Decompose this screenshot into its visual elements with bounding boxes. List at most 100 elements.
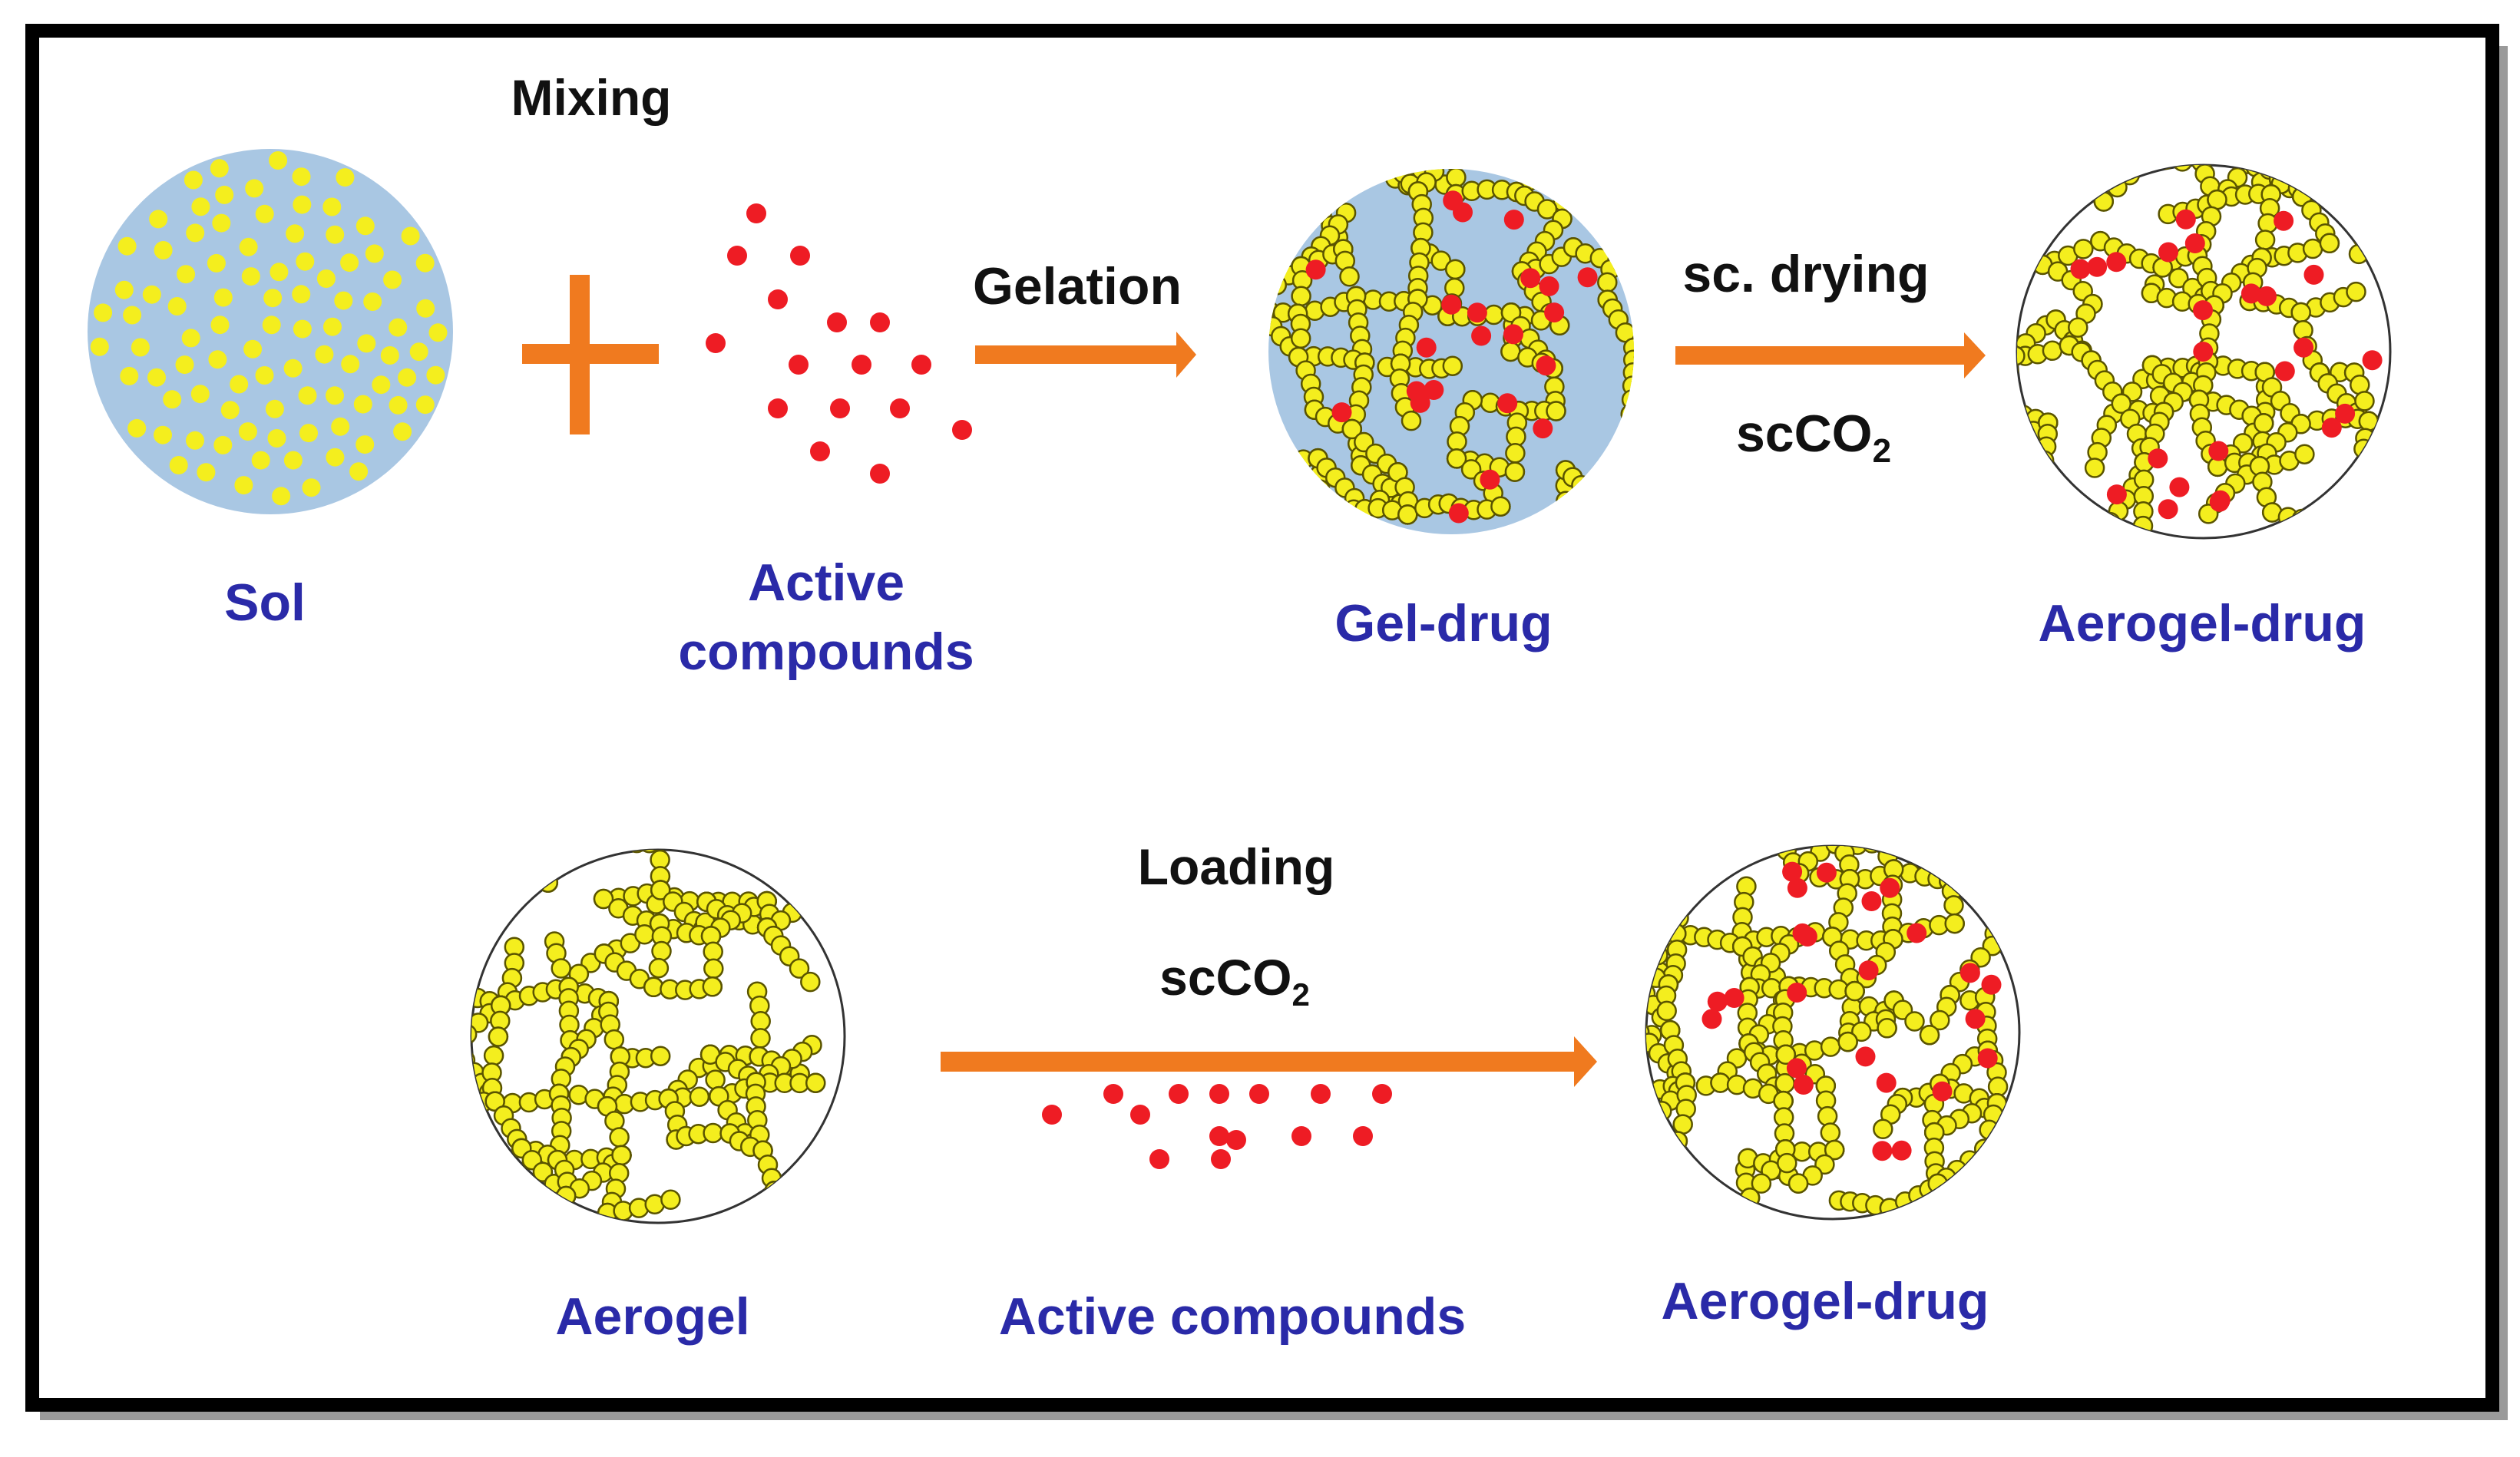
- drug-molecule: [1880, 877, 1900, 898]
- drug-molecule: [1858, 960, 1879, 981]
- silica-bead: [1930, 1009, 1950, 1031]
- silica-bead: [1447, 431, 1467, 452]
- silica-bead: [1500, 302, 1522, 323]
- drug-molecule: [1787, 877, 1807, 898]
- drug-molecule: [2169, 477, 2190, 497]
- sol-nanoparticle: [270, 263, 289, 282]
- sol-nanoparticle: [90, 337, 109, 356]
- sol-nanoparticle: [197, 463, 216, 482]
- silica-bead: [1656, 1000, 1677, 1022]
- active-compound-dot: [789, 355, 809, 375]
- drug-molecule: [1907, 923, 1927, 943]
- drug-molecule: [1861, 891, 1882, 911]
- drug-molecule: [2293, 337, 2314, 358]
- sol-nanoparticle: [299, 424, 318, 443]
- silica-bead: [471, 1023, 478, 1045]
- silica-bead: [1646, 1022, 1650, 1042]
- drug-molecule: [1467, 302, 1487, 323]
- active-compound-dot: [790, 246, 810, 266]
- sc-drying-arrow: [1675, 332, 1986, 378]
- sol-nanoparticle: [220, 401, 240, 420]
- sol-nanoparticle: [190, 385, 210, 404]
- silica-bead: [1919, 1024, 1940, 1046]
- drug-molecule: [1707, 991, 1728, 1012]
- active-compound-dot: [1291, 1126, 1311, 1146]
- silica-bead: [1837, 1031, 1858, 1052]
- sol-nanoparticle: [239, 237, 258, 256]
- drug-molecule: [2209, 491, 2230, 512]
- sol-nanoparticle: [154, 241, 173, 259]
- sol-particle: [88, 149, 453, 514]
- aerogel-label: Aerogel: [555, 1287, 749, 1346]
- sol-nanoparticle: [428, 323, 448, 342]
- silica-bead: [1490, 496, 1511, 517]
- silica-bead: [2294, 444, 2315, 464]
- drug-molecule: [1503, 210, 1524, 230]
- active-compounds-dots: [706, 203, 972, 484]
- silica-bead: [1446, 169, 1467, 188]
- silica-bead: [551, 958, 571, 979]
- sol-nanoparticle: [127, 418, 147, 438]
- silica-bead: [1504, 461, 1526, 482]
- drug-molecule: [1544, 302, 1565, 323]
- gelation-label: Gelation: [973, 257, 1182, 316]
- drug-molecule: [1471, 325, 1492, 346]
- drug-molecule: [1787, 983, 1807, 1003]
- sol-nanoparticle: [186, 223, 205, 243]
- drug-molecule: [2148, 448, 2168, 469]
- active-compound-dot: [827, 312, 847, 332]
- drug-molecule: [2303, 264, 2324, 285]
- sol-nanoparticle: [230, 375, 249, 394]
- silica-bead: [1460, 459, 1482, 480]
- drug-molecule: [1520, 268, 1541, 289]
- silica-bead: [1401, 410, 1422, 431]
- sol-nanoparticle: [142, 285, 161, 304]
- loading-label: Loading: [1138, 838, 1335, 895]
- drug-molecule: [2335, 403, 2356, 424]
- sol-nanoparticle: [265, 399, 284, 418]
- active-compound-dot: [1130, 1105, 1150, 1125]
- active-compound-dot: [1169, 1084, 1189, 1104]
- silica-bead: [1851, 1021, 1872, 1042]
- silica-bead: [611, 1145, 632, 1166]
- sol-nanoparticle: [234, 476, 253, 495]
- drug-molecule: [2106, 252, 2127, 273]
- silica-bead: [1446, 448, 1467, 469]
- sol-nanoparticle: [293, 319, 312, 339]
- drug-molecule: [2158, 242, 2178, 263]
- drug-molecule: [1855, 1046, 1876, 1067]
- active-compound-dot: [870, 312, 890, 332]
- sol-nanoparticle: [292, 285, 311, 304]
- drug-molecule: [2257, 286, 2277, 306]
- silica-bead: [1672, 1114, 1693, 1135]
- silica-bead: [1341, 418, 1363, 440]
- silica-bead: [750, 1028, 771, 1049]
- sol-nanoparticle: [336, 168, 355, 187]
- active-compounds-label-bottom: Active compounds: [999, 1287, 1466, 1346]
- drug-molecule: [2274, 210, 2294, 231]
- active-compound-dot: [1149, 1149, 1169, 1169]
- drug-molecule: [1539, 276, 1559, 296]
- active-compound-dot: [768, 398, 788, 418]
- silica-bead: [483, 1045, 504, 1066]
- sc-drying-label: sc. drying: [1682, 245, 1929, 303]
- sol-nanoparticle: [326, 225, 345, 244]
- drug-molecule: [1480, 469, 1500, 490]
- sol-nanoparticle: [415, 253, 435, 273]
- silica-bead: [1824, 1139, 1845, 1161]
- sol-nanoparticle: [323, 317, 342, 336]
- sol-nanoparticle: [363, 292, 382, 311]
- silica-bead: [1987, 1076, 2009, 1097]
- silica-bead: [2207, 189, 2227, 210]
- sol-nanoparticle: [169, 456, 188, 474]
- active-compounds-dots-bottom: [1042, 1084, 1392, 1169]
- sol-nanoparticle: [296, 252, 315, 271]
- active-compound-dot: [1103, 1084, 1123, 1104]
- sol-nanoparticle: [356, 216, 375, 236]
- drug-molecule: [1416, 337, 1437, 358]
- silica-bead: [2290, 302, 2311, 323]
- sol-nanoparticle: [315, 345, 334, 364]
- sol-nanoparticle: [114, 280, 134, 299]
- scco2-subscript-bottom: 2: [1292, 976, 1310, 1013]
- sol-nanoparticle: [365, 244, 384, 263]
